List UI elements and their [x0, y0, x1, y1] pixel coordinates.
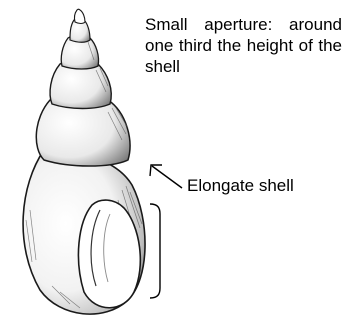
pointer-line [152, 166, 182, 188]
shell-note: Elongate shell [187, 176, 294, 196]
apex-tip [74, 9, 85, 23]
aperture-note: Small aperture: around one third the hei… [145, 14, 342, 77]
aperture-bracket [150, 204, 160, 298]
